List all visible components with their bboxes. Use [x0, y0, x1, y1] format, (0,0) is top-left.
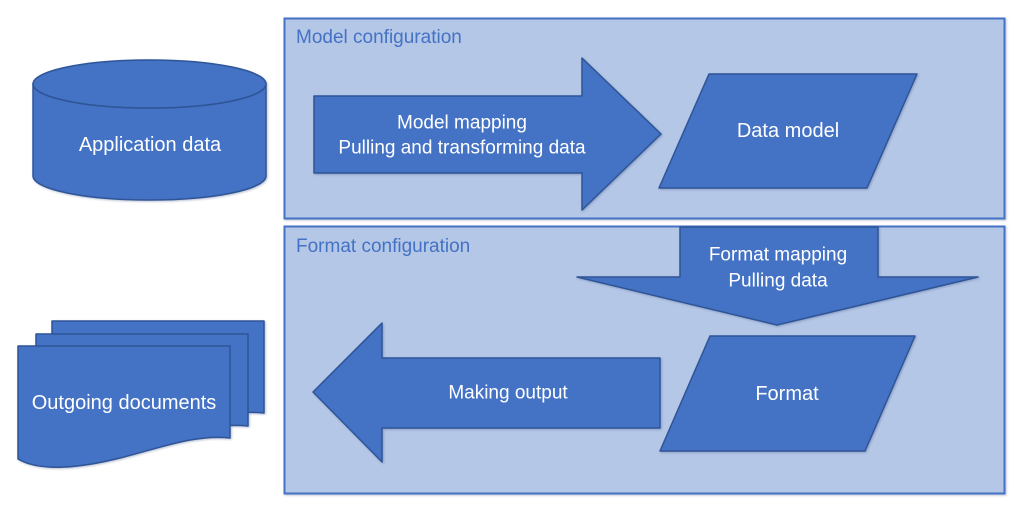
format-label: Format [755, 383, 819, 405]
outgoing-documents-label: Outgoing documents [32, 392, 217, 414]
making-output-label: Making output [448, 383, 568, 404]
format-config-panel-title: Format configuration [296, 236, 470, 257]
data-model-label: Data model [737, 120, 839, 142]
right-arrow-shape [313, 57, 662, 211]
format-mapping-arrow: Format mapping Pulling data [576, 226, 979, 326]
down-arrow-shape [576, 226, 979, 326]
document-front [17, 345, 231, 468]
outgoing-documents-stack: Outgoing documents [17, 320, 265, 468]
model-mapping-arrow: Model mapping Pulling and transforming d… [313, 57, 662, 211]
format-mapping-label-line1: Format mapping [709, 245, 847, 266]
format-parallelogram: Format [659, 335, 916, 452]
model-mapping-label-line2: Pulling and transforming data [338, 138, 586, 159]
format-mapping-label-line2: Pulling data [728, 271, 828, 292]
cylinder-top [32, 59, 267, 109]
model-mapping-label-line1: Model mapping [397, 113, 527, 134]
data-model-parallelogram: Data model [658, 73, 918, 189]
making-output-arrow: Making output [312, 322, 661, 463]
parallelogram-shape [659, 335, 916, 452]
application-data-cylinder: Application data [32, 59, 267, 201]
left-arrow-shape [312, 322, 661, 463]
application-data-label: Application data [79, 134, 222, 156]
model-config-panel-title: Model configuration [296, 27, 462, 48]
parallelogram-shape [658, 73, 918, 189]
